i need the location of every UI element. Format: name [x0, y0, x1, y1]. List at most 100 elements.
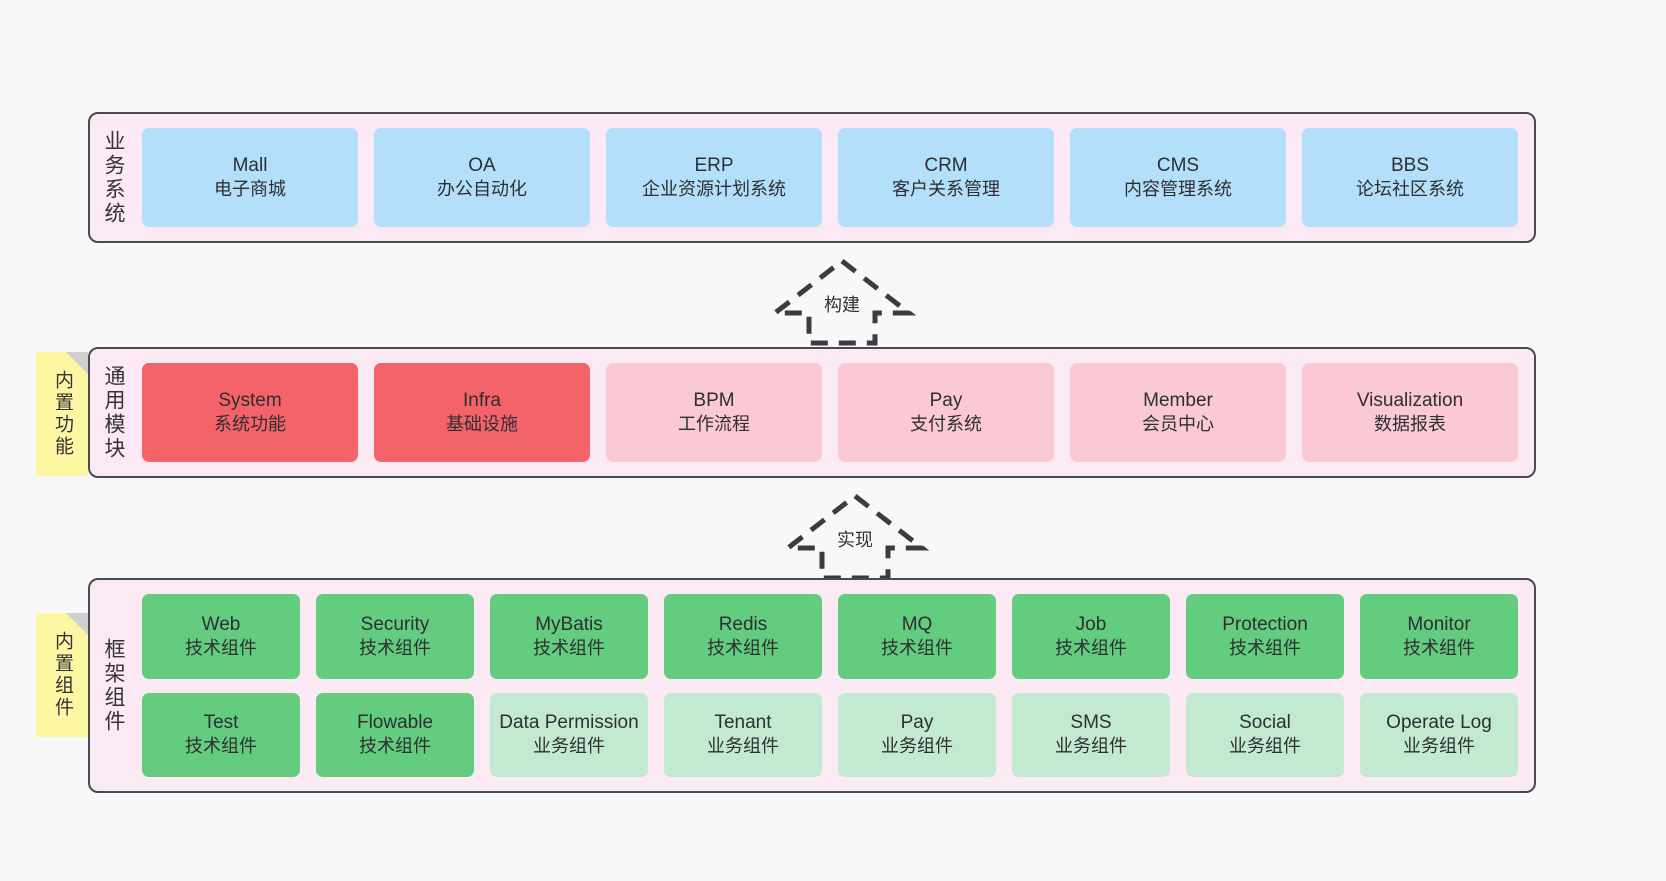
layer-framework-components: 框架组件 Web 技术组件 Security 技术组件 MyBatis 技术组件…: [88, 578, 1536, 793]
cell-operate-log[interactable]: Operate Log 业务组件: [1360, 692, 1518, 777]
cell-erp[interactable]: ERP 企业资源计划系统: [606, 128, 822, 227]
cell-subtitle: 技术组件: [185, 637, 257, 658]
sticky-label: 内置功能: [51, 370, 73, 458]
cell-subtitle: 技术组件: [359, 637, 431, 658]
cells-framework-components: Web 技术组件 Security 技术组件 MyBatis 技术组件 Redi…: [136, 580, 1534, 791]
cell-visualization[interactable]: Visualization 数据报表: [1302, 363, 1518, 462]
cell-subtitle: 技术组件: [881, 637, 953, 658]
cell-sms[interactable]: SMS 业务组件: [1012, 692, 1170, 777]
cell-title: Visualization: [1356, 389, 1464, 411]
layer-title-business-systems: 业务系统: [90, 114, 136, 241]
cell-mybatis[interactable]: MyBatis 技术组件: [490, 594, 648, 679]
cell-title: MyBatis: [535, 613, 603, 635]
cell-subtitle: 技术组件: [1055, 637, 1127, 658]
layer-title-text: 业务系统: [102, 129, 126, 226]
cell-web[interactable]: Web 技术组件: [142, 594, 300, 679]
cell-security[interactable]: Security 技术组件: [316, 594, 474, 679]
layer-title-text: 框架组件: [102, 637, 126, 734]
cell-subtitle: 数据报表: [1374, 414, 1446, 435]
cell-title: Infra: [462, 389, 502, 411]
cell-subtitle: 技术组件: [359, 736, 431, 757]
cell-subtitle: 技术组件: [1403, 637, 1475, 658]
cell-infra[interactable]: Infra 基础设施: [374, 363, 590, 462]
cell-title: CRM: [924, 154, 968, 176]
cell-subtitle: 业务组件: [707, 736, 779, 757]
arrow-build-icon: [767, 257, 917, 346]
cell-oa[interactable]: OA 办公自动化: [374, 128, 590, 227]
cell-subtitle: 业务组件: [1403, 736, 1475, 757]
layer-common-modules: 通用模块 System 系统功能 Infra 基础设施 BPM 工作流程 Pay…: [88, 347, 1536, 478]
sticky-builtin-features: 内置功能: [36, 352, 88, 476]
cell-title: System: [218, 389, 282, 411]
cell-crm[interactable]: CRM 客户关系管理: [838, 128, 1054, 227]
cell-subtitle: 技术组件: [533, 637, 605, 658]
cell-bbs[interactable]: BBS 论坛社区系统: [1302, 128, 1518, 227]
framework-row-technical: Web 技术组件 Security 技术组件 MyBatis 技术组件 Redi…: [142, 594, 1518, 679]
layer-title-framework-components: 框架组件: [90, 580, 136, 791]
sticky-label: 内置组件: [51, 631, 73, 719]
cell-subtitle: 会员中心: [1142, 414, 1214, 435]
cell-redis[interactable]: Redis 技术组件: [664, 594, 822, 679]
cell-title: SMS: [1070, 712, 1112, 734]
cell-subtitle: 论坛社区系统: [1356, 179, 1464, 200]
cell-title: Security: [360, 613, 430, 635]
cell-title: Job: [1075, 613, 1107, 635]
cell-title: MQ: [901, 613, 933, 635]
arrow-build: 构建: [757, 255, 927, 347]
cell-system[interactable]: System 系统功能: [142, 363, 358, 462]
cell-title: Pay: [900, 712, 934, 734]
cell-subtitle: 基础设施: [446, 414, 518, 435]
cell-title: OA: [468, 154, 496, 176]
cell-protection[interactable]: Protection 技术组件: [1186, 594, 1344, 679]
cell-job[interactable]: Job 技术组件: [1012, 594, 1170, 679]
cell-title: Protection: [1222, 613, 1308, 635]
cell-subtitle: 电子商城: [214, 179, 286, 200]
cell-title: Flowable: [356, 712, 434, 734]
cell-cms[interactable]: CMS 内容管理系统: [1070, 128, 1286, 227]
cell-subtitle: 业务组件: [533, 736, 605, 757]
cell-title: Redis: [718, 613, 768, 635]
cell-title: Tenant: [714, 712, 772, 734]
arrow-build-label: 构建: [822, 291, 862, 317]
layer-title-text: 通用模块: [102, 364, 126, 461]
cell-flowable[interactable]: Flowable 技术组件: [316, 692, 474, 777]
cell-title: Operate Log: [1386, 712, 1492, 734]
cell-title: Web: [201, 613, 241, 635]
arrow-implement: 实现: [770, 490, 940, 582]
cell-subtitle: 业务组件: [1055, 736, 1127, 757]
cell-subtitle: 支付系统: [910, 414, 982, 435]
cell-title: BPM: [693, 389, 735, 411]
cell-title: BBS: [1390, 154, 1430, 176]
cell-title: Social: [1239, 712, 1291, 734]
cell-title: ERP: [694, 154, 734, 176]
cell-subtitle: 技术组件: [707, 637, 779, 658]
cell-subtitle: 企业资源计划系统: [642, 179, 786, 200]
cell-title: Pay: [929, 389, 963, 411]
cell-title: Monitor: [1407, 613, 1471, 635]
cell-title: Member: [1143, 389, 1213, 411]
cell-subtitle: 业务组件: [1229, 736, 1301, 757]
cell-pay-module[interactable]: Pay 支付系统: [838, 363, 1054, 462]
cell-mall[interactable]: Mall 电子商城: [142, 128, 358, 227]
cells-common-modules: System 系统功能 Infra 基础设施 BPM 工作流程 Pay 支付系统…: [136, 349, 1534, 476]
cell-subtitle: 技术组件: [185, 736, 257, 757]
cells-business-systems: Mall 电子商城 OA 办公自动化 ERP 企业资源计划系统 CRM 客户关系…: [136, 114, 1534, 241]
cell-mq[interactable]: MQ 技术组件: [838, 594, 996, 679]
cell-social[interactable]: Social 业务组件: [1186, 692, 1344, 777]
cell-title: Test: [203, 712, 239, 734]
cell-tenant[interactable]: Tenant 业务组件: [664, 692, 822, 777]
layer-business-systems: 业务系统 Mall 电子商城 OA 办公自动化 ERP 企业资源计划系统 CRM…: [88, 112, 1536, 243]
cell-monitor[interactable]: Monitor 技术组件: [1360, 594, 1518, 679]
cell-test[interactable]: Test 技术组件: [142, 692, 300, 777]
cell-subtitle: 工作流程: [678, 414, 750, 435]
cell-subtitle: 客户关系管理: [892, 179, 1000, 200]
cell-title: Mall: [232, 154, 268, 176]
cell-pay-component[interactable]: Pay 业务组件: [838, 692, 996, 777]
cell-data-permission[interactable]: Data Permission 业务组件: [490, 692, 648, 777]
cell-title: CMS: [1156, 154, 1200, 176]
cell-subtitle: 内容管理系统: [1124, 179, 1232, 200]
cell-member[interactable]: Member 会员中心: [1070, 363, 1286, 462]
sticky-builtin-components: 内置组件: [36, 613, 88, 737]
cell-bpm[interactable]: BPM 工作流程: [606, 363, 822, 462]
